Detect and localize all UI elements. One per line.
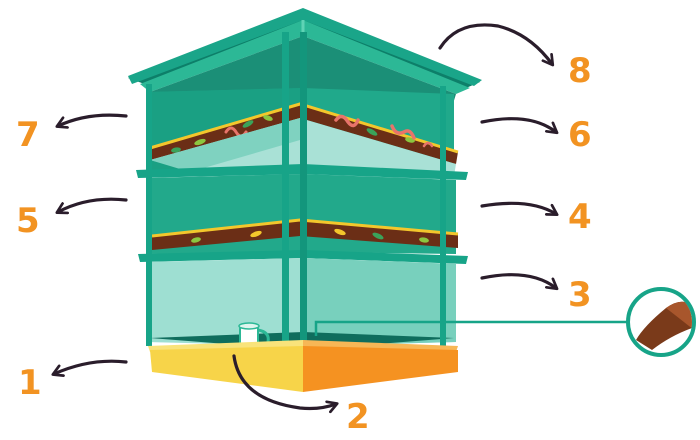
arrow-7 (58, 115, 126, 126)
label-6: 6 (568, 115, 592, 155)
label-1: 1 (18, 363, 42, 403)
label-8: 8 (568, 51, 592, 91)
label-2: 2 (346, 397, 370, 437)
label-5: 5 (16, 201, 40, 241)
label-4: 4 (568, 197, 592, 237)
arrow-1 (54, 361, 126, 374)
arrow-5 (58, 199, 126, 212)
arrow-4 (482, 203, 556, 214)
base-stand (148, 340, 458, 392)
label-7: 7 (16, 115, 40, 155)
arrow-6 (482, 119, 556, 132)
arrow-3 (482, 275, 556, 288)
arrow-8 (440, 25, 552, 64)
label-3: 3 (568, 275, 592, 315)
